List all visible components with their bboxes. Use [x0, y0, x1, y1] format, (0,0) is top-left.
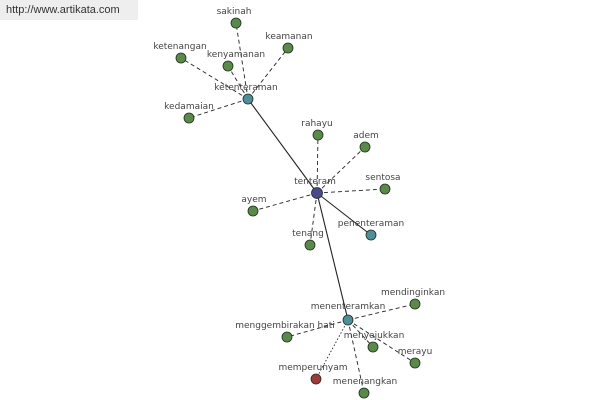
node-penenteraman[interactable]	[365, 229, 377, 241]
edge-ketenteraman-kedamaian	[188, 98, 249, 119]
node-label-adem: adem	[353, 131, 379, 141]
node-keamanan[interactable]	[282, 42, 294, 54]
edge-menenteramkan-menenangkan	[347, 319, 365, 394]
node-mendinginkan[interactable]	[409, 298, 421, 310]
edge-tenteram-penenteraman	[316, 192, 372, 236]
edge-layer	[180, 22, 416, 394]
node-label-kedamaian: kedamaian	[164, 102, 214, 112]
edge-tenteram-ketenteraman	[247, 98, 318, 194]
node-tenang[interactable]	[304, 239, 316, 251]
node-label-sakinah: sakinah	[217, 7, 252, 17]
node-menenangkan[interactable]	[358, 387, 370, 399]
node-label-ketenteraman: ketenteraman	[214, 83, 277, 93]
node-label-ayem: ayem	[241, 195, 266, 205]
node-sakinah[interactable]	[230, 17, 242, 29]
edge-menenteramkan-menyejukkan	[347, 319, 374, 348]
edge-ketenteraman-sakinah	[235, 22, 249, 100]
node-menenteramkan[interactable]	[342, 314, 354, 326]
node-tenteram[interactable]	[311, 187, 323, 199]
node-layer	[175, 17, 421, 399]
node-label-mendinginkan: mendinginkan	[381, 288, 445, 298]
node-sentosa[interactable]	[379, 183, 391, 195]
node-adem[interactable]	[359, 141, 371, 153]
node-label-sentosa: sentosa	[365, 173, 400, 183]
edge-tenteram-rahayu	[316, 134, 319, 194]
node-menyejukkan[interactable]	[367, 341, 379, 353]
node-label-rahayu: rahayu	[301, 119, 332, 129]
node-label-menenangkan: menenangkan	[333, 377, 397, 387]
node-ketenangan[interactable]	[175, 52, 187, 64]
source-url-label[interactable]: http://www.artikata.com	[0, 0, 138, 20]
edge-tenteram-tenang	[309, 192, 318, 246]
node-kedamaian[interactable]	[183, 112, 195, 124]
edge-menenteramkan-mendinginkan	[347, 303, 416, 321]
node-memperunyam[interactable]	[310, 373, 322, 385]
node-label-penenteraman: penenteraman	[338, 219, 404, 229]
node-label-menggembirakan-hati: menggembirakan hati	[235, 321, 335, 331]
node-label-ketenangan: ketenangan	[153, 42, 206, 52]
node-label-keamanan: keamanan	[265, 32, 312, 42]
node-label-memperunyam: memperunyam	[278, 363, 347, 373]
edge-ketenteraman-ketenangan	[180, 57, 249, 100]
node-ketenteraman[interactable]	[242, 93, 254, 105]
node-merayu[interactable]	[409, 357, 421, 369]
node-label-menyejukkan: menyejukkan	[344, 331, 405, 341]
edge-tenteram-sentosa	[316, 188, 386, 194]
node-label-kenyamanan: kenyamanan	[207, 50, 265, 60]
node-ayem[interactable]	[247, 205, 259, 217]
node-label-tenang: tenang	[292, 229, 324, 239]
edge-ketenteraman-keamanan	[247, 47, 289, 100]
label-layer: tenteram ketenteraman menenteramkan penente…	[153, 7, 445, 387]
node-menggembirakan-hati[interactable]	[281, 331, 293, 343]
node-kenyamanan[interactable]	[222, 60, 234, 72]
node-label-tenteram: tenteram	[294, 177, 336, 187]
node-label-merayu: merayu	[398, 347, 433, 357]
node-label-menenteramkan: menenteramkan	[311, 302, 386, 312]
edge-menenteramkan-menggembirakan-hati	[286, 319, 349, 338]
node-rahayu[interactable]	[312, 129, 324, 141]
edge-tenteram-menenteramkan	[316, 192, 349, 321]
edge-menenteramkan-memperunyam	[315, 319, 349, 380]
edge-menenteramkan-merayu	[347, 319, 416, 364]
